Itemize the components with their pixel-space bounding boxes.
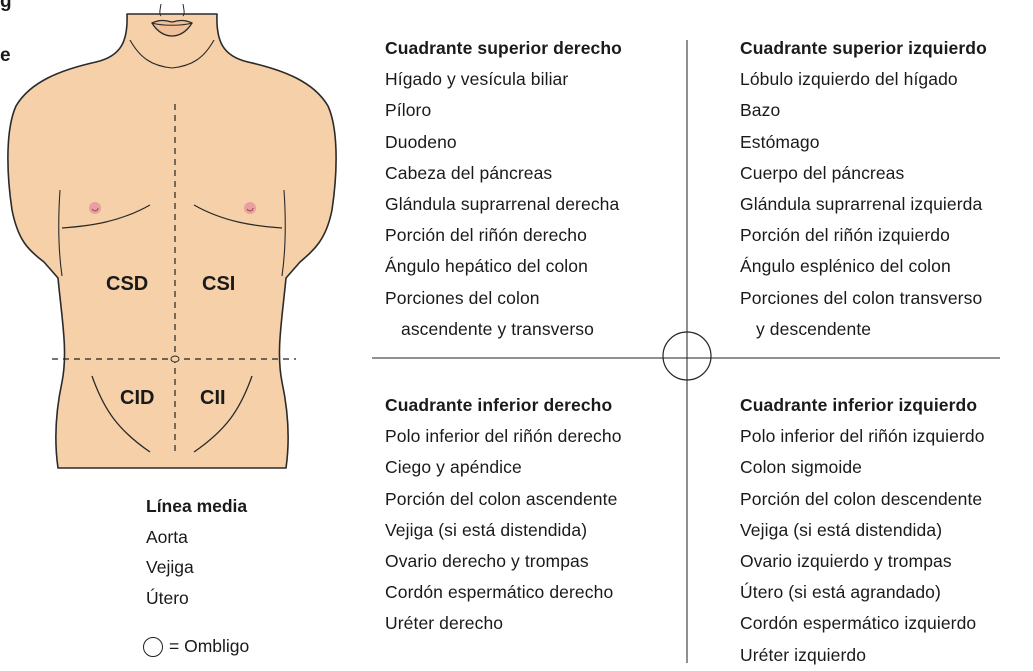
nipple-left [89,202,101,214]
list-item: Bazo [740,100,781,121]
circle-icon [143,636,163,657]
list-item: Píloro [385,100,432,121]
cropped-text-fragment: g [0,0,12,12]
list-item: Ángulo hepático del colon [385,256,588,277]
list-item: Cabeza del páncreas [385,162,553,183]
list-item: y descendente [756,318,872,339]
list-item: Útero (si está agrandado) [740,582,941,603]
list-item: Glándula suprarrenal derecha [385,194,620,215]
list-item: Porciones del colon transverso [740,287,983,308]
chest-line [61,204,151,229]
list-item: Cordón espermático izquierdo [740,613,977,634]
list-item: Colon sigmoide [740,457,863,478]
legend: = Ombligo [143,636,249,657]
label-cid: CID [120,387,154,409]
list-item: Estómago [740,131,820,152]
list-item: Vejiga (si está distendida) [740,519,943,540]
list-item: Glándula suprarrenal izquierda [740,194,983,215]
label-cii: CII [200,387,226,409]
list-item: Lóbulo izquierdo del hígado [740,69,958,90]
quadrant-title: Cuadrante inferior derecho [385,395,613,415]
nipple-right [244,202,256,214]
list-item: Vejiga (si está distendida) [385,519,588,540]
legend-text: = Ombligo [169,636,250,656]
umbilicus [170,355,180,363]
nose-line [182,3,185,17]
list-item: Duodeno [385,131,457,152]
midline-title: Línea media [146,496,248,516]
center-umbilicus-circle [662,331,712,381]
list-item: Cuerpo del páncreas [740,162,905,183]
list-item: Ovario izquierdo y trompas [740,551,952,572]
list-item: Porciones del colon [385,287,540,308]
list-item: Porción del colon ascendente [385,488,618,509]
list-item: Ovario derecho y trompas [385,551,589,572]
list-item: Aorta [146,526,188,547]
label-csi: CSI [202,273,235,295]
quadrant-title: Cuadrante superior izquierdo [740,38,987,58]
lips-line [151,22,193,26]
arm-crease [281,189,286,277]
list-item: Cordón espermático derecho [385,582,614,603]
list-item: Hígado y vesícula biliar [385,69,569,90]
list-item: Ángulo esplénico del colon [740,256,951,277]
quadrant-title: Cuadrante inferior izquierdo [740,395,978,415]
list-item: Ciego y apéndice [385,457,522,478]
nose-line [159,3,162,17]
list-item: Vejiga [146,557,194,577]
quadrant-inferior-derecho: Cuadrante inferior derecho Polo inferior… [385,390,622,640]
chest-line [193,204,283,229]
torso-outline [7,13,337,469]
list-item: Útero [146,587,189,608]
list-item: Polo inferior del riñón izquierdo [740,426,985,447]
midline-list: Línea media Aorta Vejiga Útero [146,491,247,613]
quadrant-superior-derecho: Cuadrante superior derecho Hígado y vesí… [385,33,622,345]
quadrant-title: Cuadrante superior derecho [385,38,622,58]
list-item: Porción del colon descendente [740,488,983,509]
list-item: Porción del riñón derecho [385,225,587,246]
list-item: Polo inferior del riñón derecho [385,426,622,447]
label-csd: CSD [106,273,148,295]
list-item: Porción del riñón izquierdo [740,225,950,246]
quadrant-superior-izquierdo: Cuadrante superior izquierdo Lóbulo izqu… [740,33,987,345]
cropped-text-fragment: e [0,45,11,66]
quadrant-inferior-izquierdo: Cuadrante inferior izquierdo Polo inferi… [740,390,985,671]
list-item: Uréter izquierdo [740,644,867,665]
list-item: Uréter derecho [385,613,504,634]
neck-contour [129,39,215,69]
pelvic-line [91,375,151,453]
pelvic-line [193,375,253,453]
list-item: ascendente y transverso [401,318,594,339]
arm-crease [58,189,63,277]
